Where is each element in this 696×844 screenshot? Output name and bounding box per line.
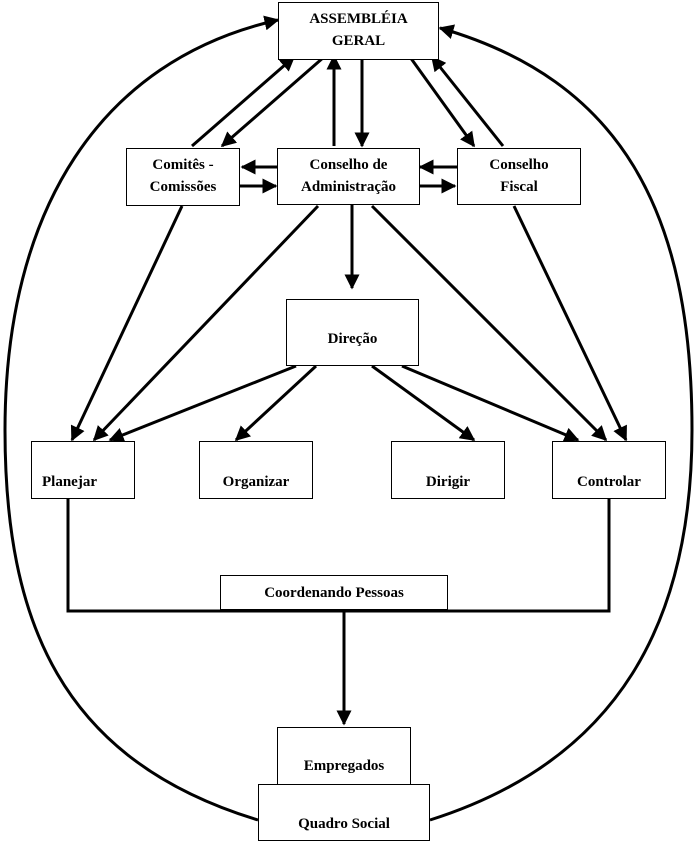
node-planejar: Planejar	[31, 441, 135, 499]
arrow-direcao-to-dirigir	[371, 364, 476, 442]
arrow-comites-to-planejar	[70, 205, 184, 442]
arrow-comites-to-assembleia	[191, 55, 296, 148]
node-quadro-social: Quadro Social	[258, 784, 430, 841]
node-conselho-fiscal: Conselho Fiscal	[457, 148, 581, 205]
node-coordenando-pessoas: Coordenando Pessoas	[220, 575, 448, 610]
arrow-fiscal-to-controlar	[512, 205, 628, 442]
node-direcao: Direção	[286, 299, 419, 366]
arrow-direcao-to-controlar	[401, 364, 580, 442]
arrow-assembleia-to-comites	[220, 55, 325, 148]
arrow-direcao-to-organizar	[234, 364, 318, 442]
feedback-loop-left	[3, 15, 280, 822]
node-dirigir: Dirigir	[391, 441, 505, 499]
arrow-admin-to-controlar	[370, 204, 608, 442]
node-empregados: Empregados	[277, 727, 411, 785]
arrow-assembleia-to-fiscal	[408, 56, 476, 148]
node-assembleia-geral: ASSEMBLÉIA GERAL	[278, 2, 439, 60]
arrow-direcao-to-planejar	[108, 364, 297, 442]
arrow-admin-to-planejar	[92, 204, 320, 442]
bracket-planejar-controlar	[66, 498, 611, 613]
node-comites-comissoes: Comitês - Comissões	[126, 148, 240, 206]
feedback-loop-right	[429, 24, 694, 822]
arrow-fiscal-to-assembleia	[430, 55, 505, 147]
node-controlar: Controlar	[552, 441, 666, 499]
node-organizar: Organizar	[199, 441, 313, 499]
node-conselho-administracao: Conselho de Administração	[277, 148, 420, 205]
